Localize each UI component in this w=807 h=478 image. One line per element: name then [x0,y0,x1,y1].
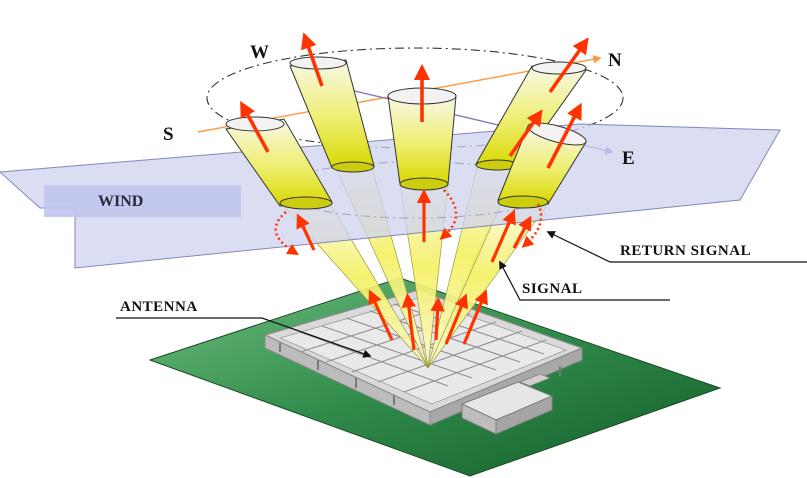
cylinder-far-right [497,122,587,209]
direction-label-south: S [163,124,174,145]
signal-arrows [296,188,532,351]
signal-arrow [296,213,316,251]
callout-lines [116,231,807,358]
signal-arrow [444,293,468,345]
direction-label-east: E [622,148,635,169]
signal-label: SIGNAL [522,281,583,297]
cylinder-back-left [289,56,375,173]
return-arc-middle [439,189,458,240]
cylinder-far-left [225,116,333,210]
cylinder-vertical [387,87,457,191]
velocity-arrows [240,32,589,169]
beam-cylinders [225,56,587,210]
signal-arrow [368,289,394,341]
return-signal-label: RETURN SIGNAL [620,243,751,259]
velocity-arrow [548,37,589,94]
signal-arrow [512,215,532,249]
velocity-arrow [301,32,324,87]
direction-label-north: N [608,50,622,71]
velocity-arrow [508,109,543,158]
antenna-label: ANTENNA [120,299,198,315]
velocity-arrow [546,102,582,169]
signal-arrow [490,209,516,263]
return-arc-left [274,211,299,256]
direction-label-west: W [250,42,269,63]
signal-arrow [401,292,417,351]
signal-leader [499,260,670,301]
wind-label: WIND [98,193,143,210]
signal-arrow [430,296,445,341]
return-arc-right [521,203,543,248]
velocity-arrow [240,100,270,153]
signal-arrow [462,289,488,345]
return-signal-leader [546,231,807,263]
return-signal-arcs [274,189,543,256]
wind-label-panel [44,185,241,217]
antenna-leader [116,317,372,358]
equipment-shelter [460,373,554,435]
